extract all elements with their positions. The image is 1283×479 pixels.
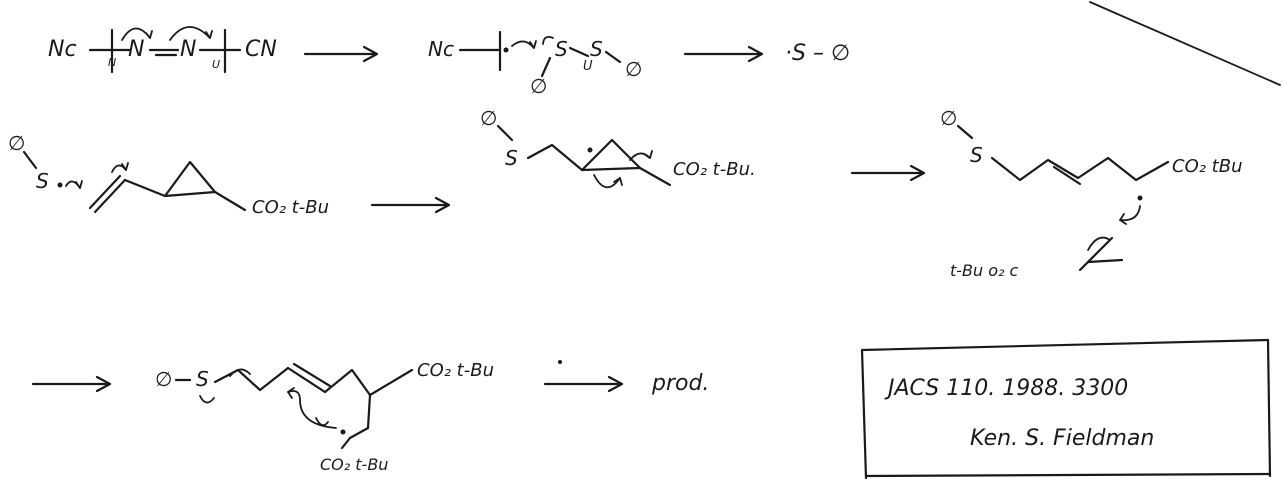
row2-allylic-ester-radical: ∅ S CO₂ tBu t-Bu o₂ c <box>940 106 1243 280</box>
label-nc-2: Nc <box>428 37 454 61</box>
svg-text:CO₂ t-Bu.: CO₂ t-Bu. <box>673 159 756 180</box>
row2-vinylcyclopropane: ∅ S CO₂ t-Bu <box>8 131 329 218</box>
arrow-2 <box>683 45 764 63</box>
row1-azo-initiator: Nc N N N U CN <box>48 26 277 74</box>
arrow-1 <box>303 45 379 63</box>
reference-author: Ken. S. Fieldman <box>970 426 1154 451</box>
label-cn: CN <box>245 37 277 62</box>
svg-text:∅: ∅ <box>530 74 547 98</box>
svg-text:S: S <box>196 367 209 391</box>
svg-text:U: U <box>212 58 220 71</box>
product-label: prod. <box>651 371 709 396</box>
svg-text:∅: ∅ <box>480 106 497 130</box>
svg-text:∅: ∅ <box>8 131 25 155</box>
svg-text:CO₂ t-Bu: CO₂ t-Bu <box>417 360 494 381</box>
svg-text:t-Bu o₂ c: t-Bu o₂ c <box>950 261 1019 280</box>
reference-box: JACS 110. 1988. 3300 Ken. S. Fieldman <box>860 338 1272 479</box>
thiyl-radical: ·S – ∅ <box>785 41 850 66</box>
row2-cyclopropylcarbinyl-radical: ∅ S CO₂ t-Bu. <box>480 106 756 189</box>
svg-text:∅: ∅ <box>625 57 642 81</box>
label-n2: N <box>180 37 196 62</box>
label-s-b: S <box>590 37 603 61</box>
arrow-5 <box>31 375 112 393</box>
svg-text:S: S <box>970 143 983 167</box>
svg-text:CO₂ t-Bu: CO₂ t-Bu <box>320 455 388 474</box>
corner-stroke <box>1089 1 1281 86</box>
arrow-3 <box>370 196 451 214</box>
svg-text:∅: ∅ <box>155 367 172 391</box>
svg-text:U: U <box>583 59 593 74</box>
row1-thiyl-formation: Nc S ∅ U S ∅ <box>428 30 642 98</box>
svg-text:N: N <box>108 56 116 69</box>
arrow-6 <box>543 375 624 393</box>
svg-text:S: S <box>36 169 49 193</box>
svg-text:∅: ∅ <box>940 106 957 130</box>
svg-text:S: S <box>505 146 518 170</box>
svg-text:CO₂ t-Bu: CO₂ t-Bu <box>252 197 329 218</box>
label-n1: N <box>128 37 144 62</box>
label-nc: Nc <box>48 37 77 62</box>
arrow-4 <box>850 164 926 182</box>
label-s-a: S <box>555 37 568 61</box>
reference-citation: JACS 110. 1988. 3300 <box>884 376 1128 401</box>
svg-text:CO₂ tBu: CO₂ tBu <box>1172 156 1243 177</box>
row3-adduct-radical: ∅ S CO₂ t-Bu CO₂ t-Bu <box>155 360 494 474</box>
